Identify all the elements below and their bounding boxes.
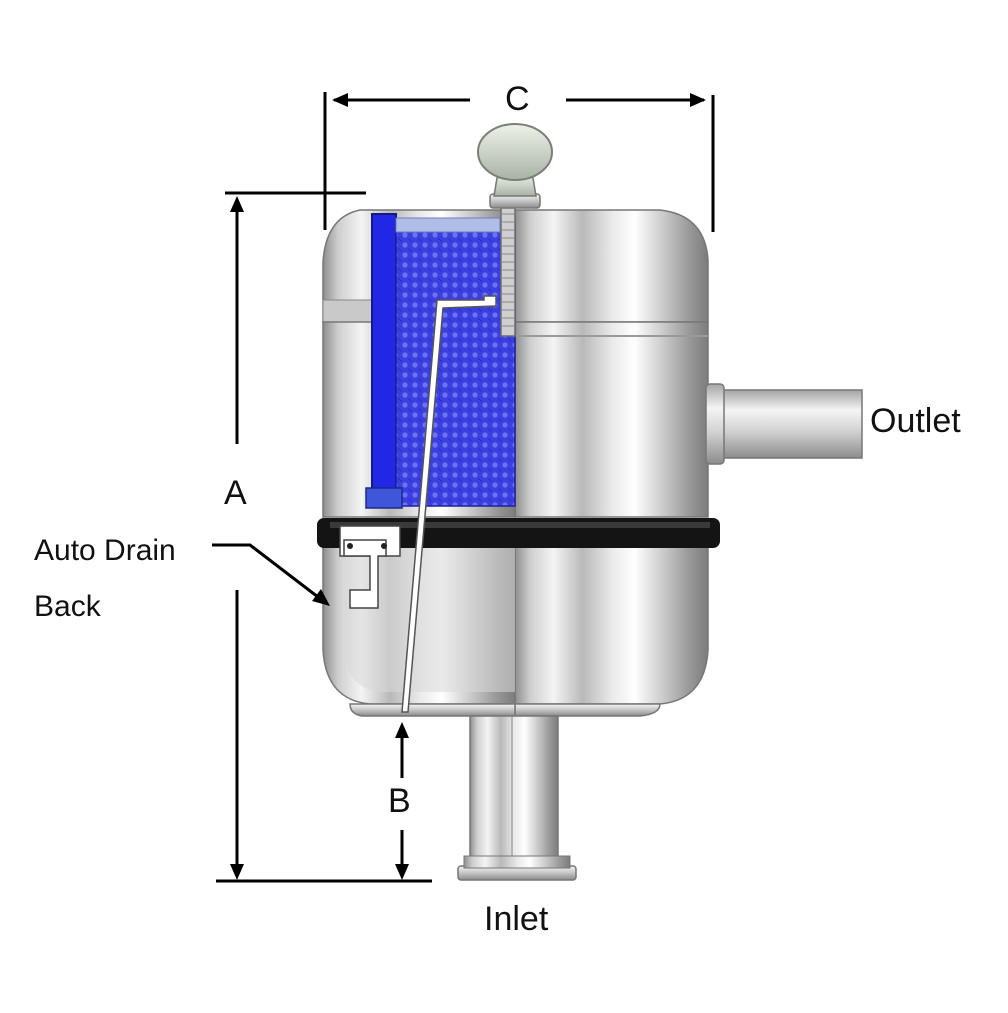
outlet-label: Outlet	[870, 402, 961, 440]
top-knob	[477, 123, 553, 209]
dimension-label-b: B	[388, 782, 411, 820]
inlet-label: Inlet	[484, 900, 549, 938]
dimension-arrowheads	[230, 93, 706, 880]
dimension-label-a: A	[224, 474, 247, 512]
filter-element	[365, 213, 516, 509]
auto-drain-label-line1: Auto Drain	[34, 534, 176, 567]
housing-exterior	[514, 209, 709, 717]
outlet-pipe	[705, 383, 863, 465]
dimension-label-c: C	[505, 80, 530, 118]
dimension-lines	[212, 92, 715, 883]
center-bolt	[500, 195, 516, 337]
auto-drain-label-line2: Back	[34, 590, 101, 623]
auto-drain-valve	[343, 539, 387, 609]
dip-tube	[401, 295, 497, 713]
inlet-pipe	[457, 715, 577, 881]
